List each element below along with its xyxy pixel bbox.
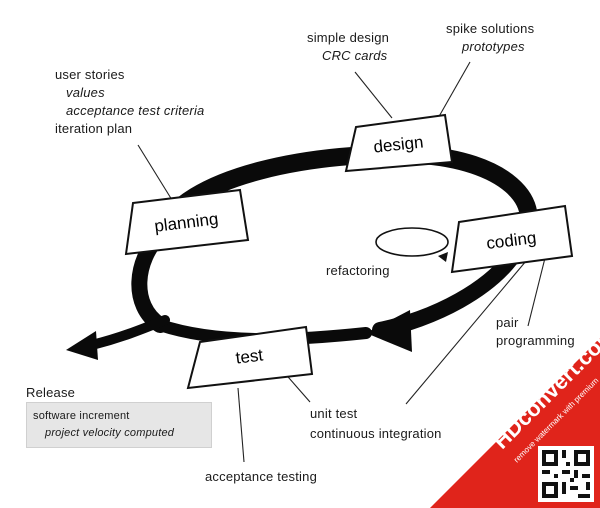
release-arrowhead <box>66 331 98 360</box>
refactoring-note: refactoring <box>326 263 390 278</box>
design-note-crc-cards: CRC cards <box>322 48 388 63</box>
coding-box: coding <box>450 204 574 274</box>
pair-programming-note-line1: pair <box>496 315 519 330</box>
test-label: test <box>235 345 265 367</box>
design-box: design <box>344 113 454 173</box>
planning-note-acceptance-criteria: acceptance test criteria <box>66 103 205 118</box>
planning-note-user-stories: user stories <box>55 67 125 82</box>
spike-note-prototypes: prototypes <box>462 39 525 54</box>
release-arrow-shaft <box>87 315 170 350</box>
unit-test-note: unit test <box>310 406 358 421</box>
test-box: test <box>186 325 314 390</box>
spike-note-title: spike solutions <box>446 21 535 36</box>
release-box: software increment project velocity comp… <box>26 402 212 448</box>
release-title: Release <box>26 385 76 400</box>
release-project-velocity: project velocity computed <box>45 427 175 439</box>
planning-note-values: values <box>66 85 105 100</box>
planning-note-iteration-plan: iteration plan <box>55 121 133 136</box>
loop-arrowhead-right <box>366 310 412 352</box>
design-note-simple-design: simple design <box>307 30 390 45</box>
planning-box: planning <box>124 188 250 256</box>
acceptance-testing-note: acceptance testing <box>205 469 318 484</box>
qr-code-icon <box>538 446 594 502</box>
refactoring-loop <box>375 227 449 262</box>
watermark-badge: HDconvert.com remove watermark with prem… <box>428 338 600 508</box>
continuous-integration-note: continuous integration <box>310 426 442 441</box>
release-software-increment: software increment <box>33 410 130 422</box>
pair-programming-note-line2: programming <box>496 333 575 348</box>
